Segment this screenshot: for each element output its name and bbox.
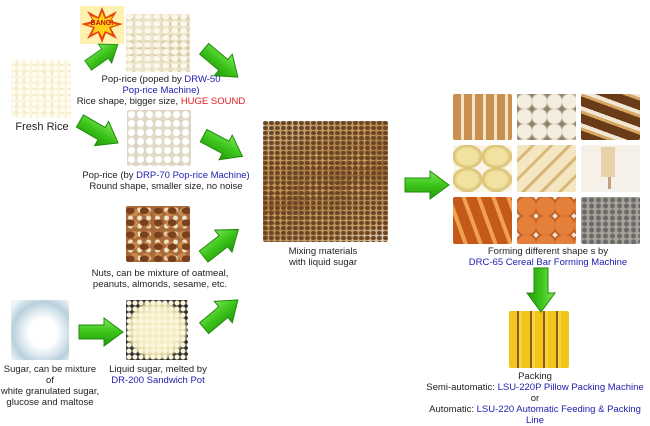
arrow-liquid-to-mixing-icon xyxy=(194,288,249,341)
arrow-mixing-to-forming-icon xyxy=(404,170,450,200)
arrow-nuts-to-mixing-icon xyxy=(194,217,249,269)
sugar-caption: Sugar, can be mixture of white granulate… xyxy=(0,364,100,408)
arrow-forming-to-packing-icon xyxy=(526,267,556,313)
bar-shape-photo-7 xyxy=(453,197,512,244)
pop-rice-drw50-caption: Pop-rice (poped by DRW-50 Pop-rice Machi… xyxy=(76,74,246,107)
packing-photo xyxy=(509,311,569,368)
bang-text: BANG! xyxy=(90,20,114,27)
arrow-rice-to-drp70-icon xyxy=(72,108,127,157)
bar-shape-photo-6 xyxy=(581,145,640,192)
arrow-sugar-to-liquid-icon xyxy=(78,317,124,347)
fresh-rice-label: Fresh Rice xyxy=(15,121,69,133)
mixing-photo xyxy=(263,121,388,242)
bar-shape-photo-1 xyxy=(453,94,512,140)
bar-shape-photo-8 xyxy=(517,197,576,244)
arrow-drp70-to-mixing-icon xyxy=(196,122,251,170)
mixing-caption: Mixing materials with liquid sugar xyxy=(288,246,358,268)
nuts-caption: Nuts, can be mixture of oatmeal, peanuts… xyxy=(91,268,229,290)
fresh-rice-photo xyxy=(11,60,71,118)
nuts-photo xyxy=(126,206,190,262)
pop-rice-drp70-caption: Pop-rice (by DRP-70 Pop-rice Machine) Ro… xyxy=(82,170,250,192)
packing-caption: Packing Semi-automatic: LSU-220P Pillow … xyxy=(426,371,644,426)
liquid-sugar-photo xyxy=(126,300,188,360)
bar-shape-photo-4 xyxy=(453,145,512,192)
bar-shape-photo-2 xyxy=(517,94,576,140)
bar-shape-photo-5 xyxy=(517,145,576,192)
pop-rice-drp70-photo xyxy=(127,110,191,166)
forming-caption: Forming different shape s by DRC-65 Cere… xyxy=(468,246,628,268)
bang-burst-icon: BANG! xyxy=(80,6,124,44)
bar-shape-photo-9 xyxy=(581,197,640,244)
pop-rice-drw50-photo xyxy=(126,14,190,72)
bar-shape-photo-3 xyxy=(581,94,640,140)
sugar-photo xyxy=(11,300,69,360)
liquid-sugar-caption: Liquid sugar, melted by DR-200 Sandwich … xyxy=(109,364,207,386)
